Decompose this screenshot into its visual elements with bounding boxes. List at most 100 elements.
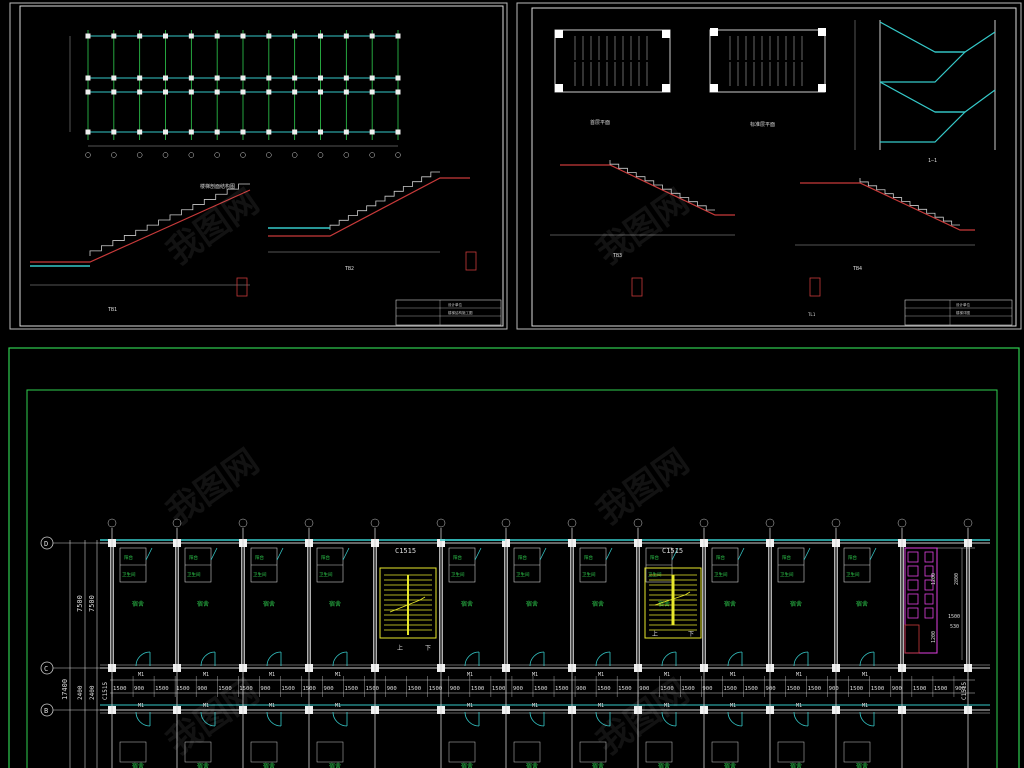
door-swing [332,651,348,667]
toilet-dim-d: 1200 [931,631,937,643]
door-swing [793,711,809,727]
bathroom-pod-lower [250,741,278,763]
door-label-m1: M1 [664,703,670,709]
stair-plan-first-floor: 首层平面 [554,29,671,126]
door-swing [266,711,282,727]
room-label-bath: 卫生间 [451,571,465,578]
grid-column [343,33,349,39]
plan-border-inner [26,389,998,768]
stair-flight-line [30,189,251,263]
dim-chain-value: 1500 [534,686,547,692]
grid-column [137,33,143,39]
grid-column [137,75,143,81]
pod-door [474,547,482,561]
grid-column [111,75,117,81]
dim-chain-value: 1500 [155,686,168,692]
room-label-dorm: 宿舍 [461,600,473,608]
dim-chain-value: 1500 [808,686,821,692]
room-label-bath: 卫生间 [187,571,201,578]
dim-chain-value: 1500 [429,686,442,692]
dim-chain-value: 1500 [660,686,673,692]
room-label-dorm: 宿舍 [790,600,802,608]
grid-column [214,129,220,135]
grid-column [395,129,401,135]
door-swing [135,651,151,667]
dim-chain-value: 900 [829,686,839,692]
room-label-dorm: 宿舍 [132,600,144,608]
axis-bubble [501,518,511,528]
door-swing [529,651,545,667]
plan-standard-label: 标准层平面 [750,121,775,128]
door-label-m1: M1 [138,672,144,678]
door-label-m1: M1 [796,672,802,678]
stair-1: 上 下 C1515 [379,547,437,652]
axis-bubble-d: D [40,536,54,550]
bathroom-pod-lower [777,741,805,763]
pod-door [539,547,547,561]
dim-chain-value: 1500 [408,686,421,692]
dim-chain-value: 1500 [618,686,631,692]
grid-column [188,129,194,135]
grid-axis-bubble [369,152,375,158]
toilet-fixture [924,565,934,577]
grid-column [266,75,272,81]
dim-7500-inner: 7500 [88,595,96,612]
room-label-wash: 阳台 [848,554,857,561]
room-label-bath: 卫生间 [582,571,596,578]
title-block-company: 设计单位 [448,302,462,307]
title-block: 设计单位 楼梯结构施工图 [395,299,502,326]
svg-text:D: D [44,540,48,548]
stair1-up: 上 [397,644,403,652]
axis-bubble [238,518,248,528]
toilet-fixture [924,593,934,605]
dim-17400: 17400 [61,679,69,700]
title-block: 设计单位 楼梯详图 [904,299,1013,326]
toilet-stall [907,565,919,577]
title-block-company: 设计单位 [956,302,970,307]
room-label-bath: 卫生间 [714,571,728,578]
door-label-m1: M1 [598,672,604,678]
plan-first-label: 首层平面 [590,119,610,126]
room-label-wash: 阳台 [716,554,725,561]
grid-column [240,89,246,95]
dim-chain-value: 1500 [555,686,568,692]
dim-chain-value: 900 [387,686,397,692]
dim-chain-value: 1500 [492,686,505,692]
dim-chain-value: 1500 [681,686,694,692]
sheet-border-inner [19,5,504,327]
room-label-bath: 卫生间 [846,571,860,578]
stair1-down: 下 [425,645,431,652]
grid-column [137,89,143,95]
window-c1515-end: C1515 [961,682,968,700]
grid-column [292,129,298,135]
grid-column [292,75,298,81]
grid-axis-bubble [266,152,272,158]
door-label-m1: M1 [664,672,670,678]
grid-column [85,75,91,81]
grid-column [395,75,401,81]
room-label-dorm-lower: 宿舍 [132,762,144,768]
bathroom-pod-lower [579,741,607,763]
axis-bubble-c: C [40,661,54,675]
grid-column [395,89,401,95]
stair-section-tb2: TB2 [268,171,477,272]
grid-column [292,89,298,95]
door-label-m1: M1 [862,703,868,709]
dim-chain-value: 900 [134,686,144,692]
axis-bubble [172,518,182,528]
dim-7500-outer: 7500 [76,595,84,612]
stair-2: 上 下 C1515 [644,547,702,639]
room-label-dorm-lower: 宿舍 [461,762,473,768]
grid-column [214,89,220,95]
grid-column [188,89,194,95]
room-label-wash: 阳台 [584,554,593,561]
grid-column [111,89,117,95]
pod-door [605,547,613,561]
bathroom-pod-lower [843,741,871,763]
dim-chain-value: 1500 [113,686,126,692]
dim-chain-value: 900 [955,686,965,692]
door-label-m1: M1 [598,703,604,709]
door-label-m1: M1 [862,672,868,678]
room-label-dorm: 宿舍 [197,600,209,608]
axis-bubble [370,518,380,528]
